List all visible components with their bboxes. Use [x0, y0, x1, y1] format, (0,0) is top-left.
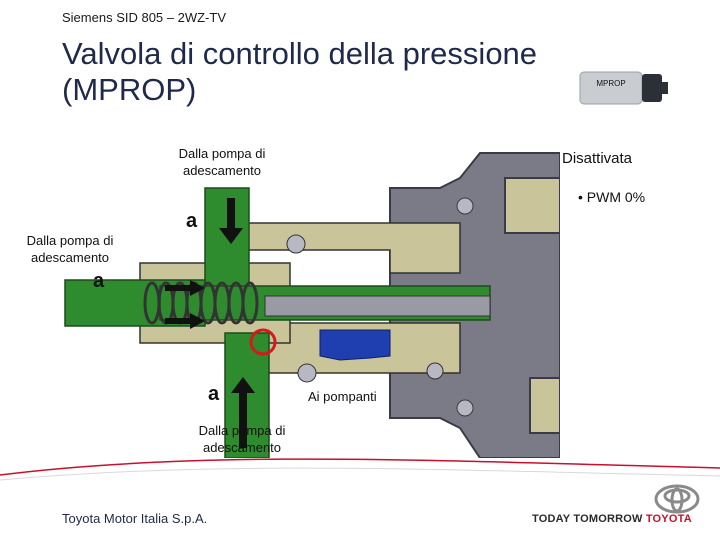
valve-cross-section: [60, 148, 560, 458]
tagline-brand: TOYOTA: [646, 513, 692, 525]
tagline-text: TODAY TOMORROW: [532, 513, 646, 525]
label-from-pump-bottom: Dalla pompa di adescamento: [192, 422, 292, 456]
port-a-left: a: [93, 270, 104, 293]
port-a-top: a: [186, 210, 197, 233]
toyota-logo-icon: [654, 484, 700, 514]
label-to-pumps: Ai pompanti: [308, 388, 377, 405]
mprop-valve-icon: MPROP: [578, 64, 670, 110]
housing-ball-bottom: [457, 400, 473, 416]
grey-piston: [265, 296, 490, 316]
presentation-subtitle: Siemens SID 805 – 2WZ-TV: [62, 10, 226, 25]
page-title: Valvola di controllo della pressione (MP…: [62, 36, 537, 108]
housing-slot-top: [505, 178, 560, 233]
pwm-bullet: • PWM 0%: [578, 189, 645, 205]
body-ball-2: [298, 364, 316, 382]
body-ball-3: [427, 363, 443, 379]
footer-tagline: TODAY TOMORROW TOYOTA: [532, 513, 692, 525]
bullet-dot: •: [578, 189, 583, 205]
title-line-1: Valvola di controllo della pressione: [62, 36, 537, 72]
body-ball-1: [287, 235, 305, 253]
housing-slot-bottom: [530, 378, 560, 433]
title-line-2: (MPROP): [62, 72, 537, 108]
port-a-bottom: a: [208, 383, 219, 406]
blue-chamber: [320, 330, 390, 360]
footer-company: Toyota Motor Italia S.p.A.: [62, 511, 207, 526]
label-from-pump-top: Dalla pompa di adescamento: [172, 145, 272, 179]
pwm-value: PWM 0%: [587, 189, 645, 205]
mprop-badge-label: MPROP: [596, 79, 625, 88]
valve-state-label: Disattivata: [562, 150, 632, 167]
label-from-pump-left: Dalla pompa di adescamento: [20, 232, 120, 266]
housing-ball-top: [457, 198, 473, 214]
